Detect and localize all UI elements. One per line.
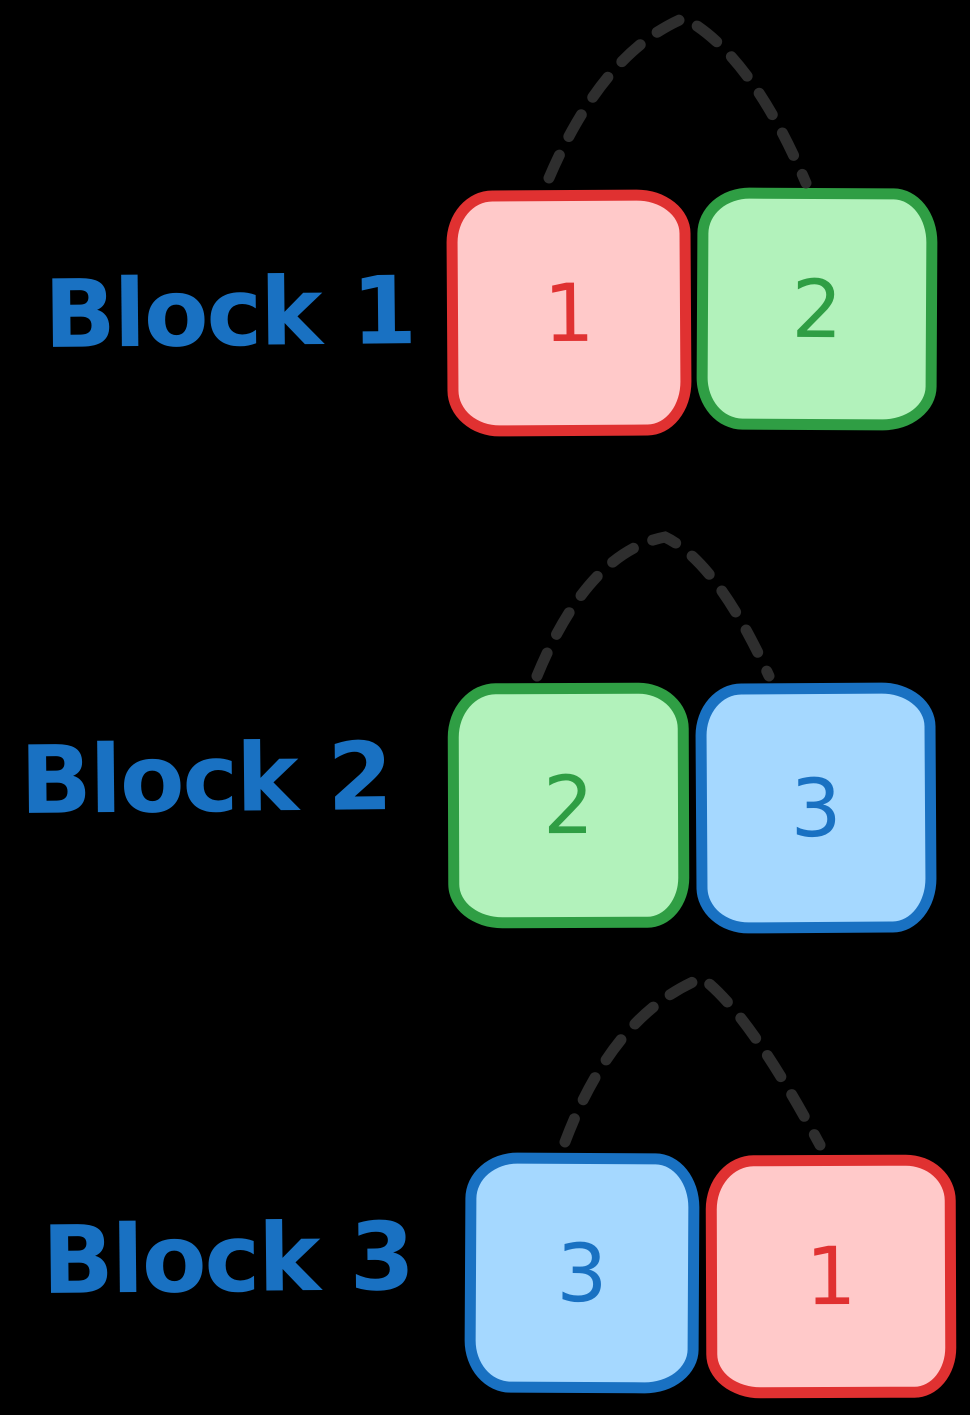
block1-tile-2: 2 [696, 187, 938, 431]
block2-tile-2: 3 [695, 682, 937, 934]
block3-tile-1: 3 [464, 1152, 700, 1394]
dashed-arc-block3 [559, 971, 826, 1151]
block3-tile-2: 1 [705, 1154, 957, 1399]
block2-label: Block 2 [19, 723, 392, 836]
block3-label: Block 3 [41, 1203, 414, 1316]
block1-tile-1: 1 [446, 189, 692, 437]
block2-tile-1: 2 [447, 682, 690, 929]
dashed-arc-block2 [531, 531, 775, 682]
dashed-arc-block1 [543, 11, 812, 189]
block1-label: Block 1 [43, 257, 416, 370]
